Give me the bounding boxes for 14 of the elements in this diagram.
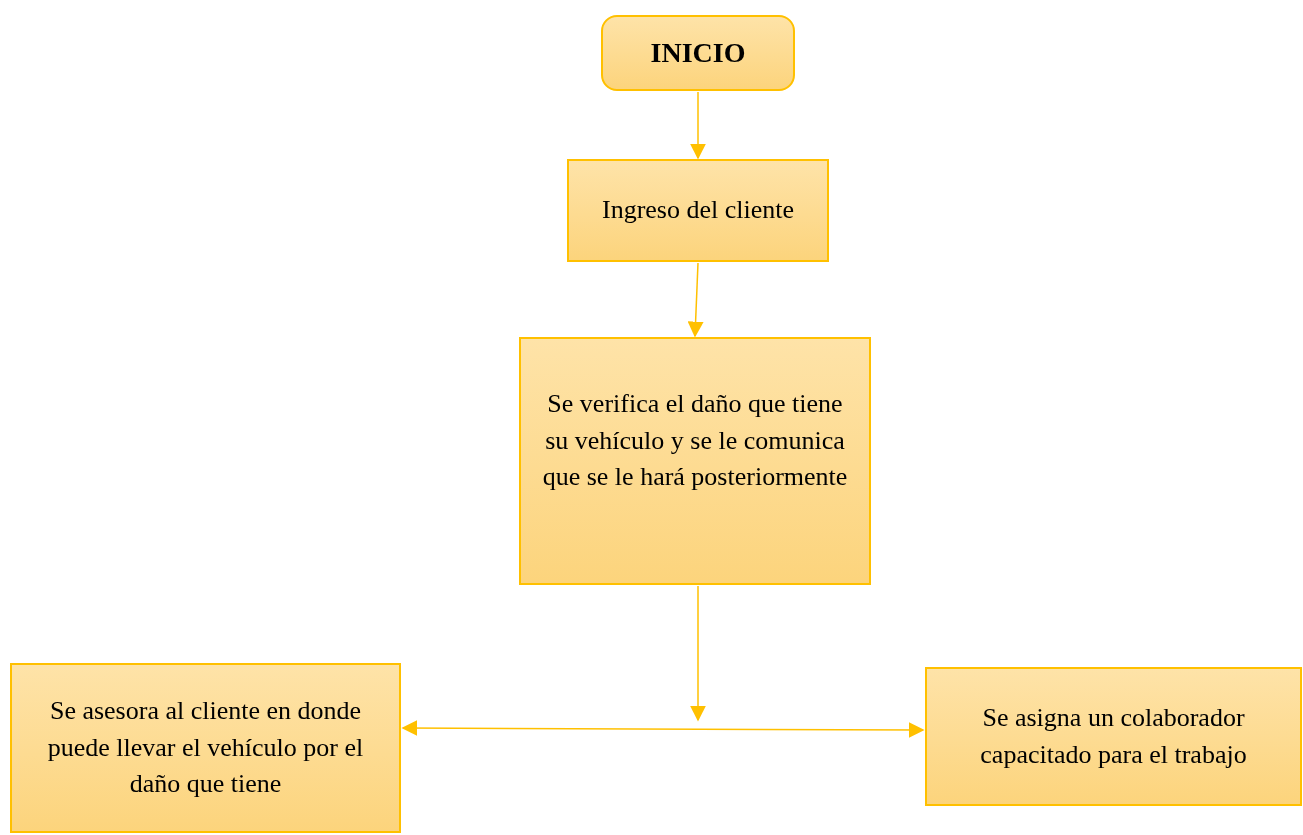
- arrow: [687, 262, 704, 338]
- process-box: [519, 337, 871, 585]
- process-box: [925, 667, 1302, 806]
- arrow: [690, 91, 706, 160]
- process-box: [567, 159, 829, 262]
- arrow: [690, 585, 706, 722]
- arrow: [401, 720, 925, 738]
- start-terminal: [601, 15, 795, 91]
- box-text: INICIO: [650, 36, 746, 71]
- box-text: Ingreso del cliente: [602, 194, 794, 227]
- box-text: Se asigna un colaborador capacitado para el trabajo: [979, 702, 1248, 771]
- box-text: Se asesora al cliente en donde puede llevar el vehículo por el daño que tiene: [46, 695, 365, 801]
- process-box: [10, 663, 401, 833]
- box-text: Se verifica el daño que tiene su vehículo y se le comunica que se le hará posteriormente: [541, 388, 849, 494]
